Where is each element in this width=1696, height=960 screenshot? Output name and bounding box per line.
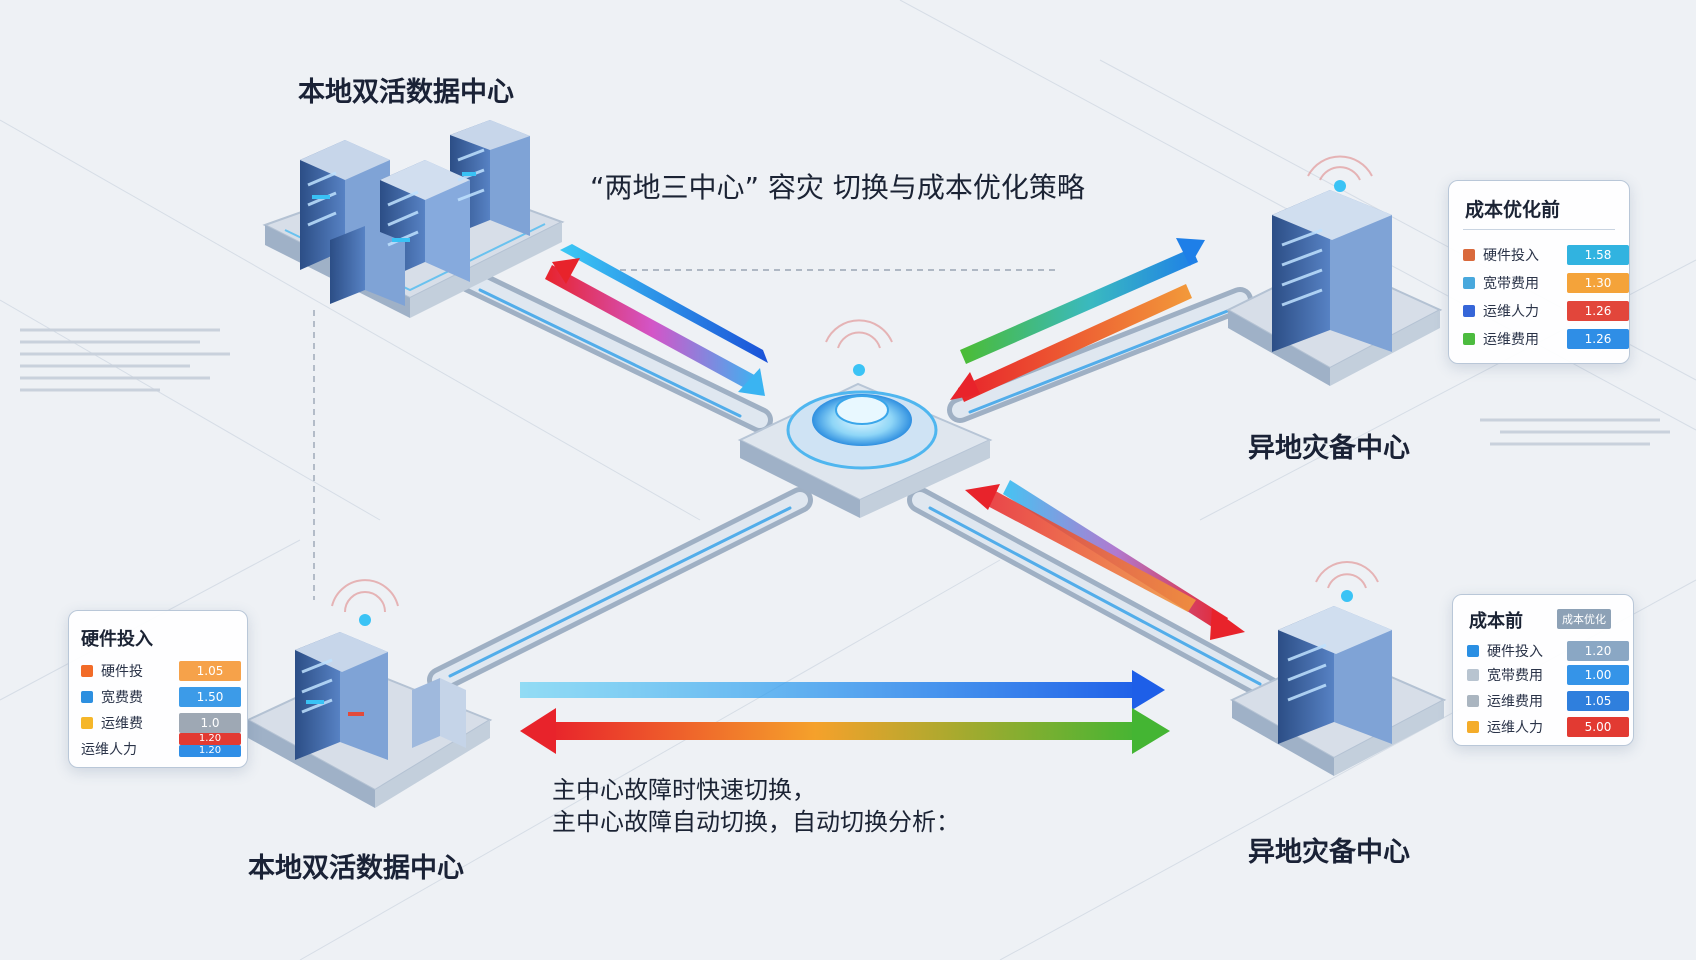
cost-row: 运维费 1.0 <box>81 713 259 733</box>
arrow-hub-to-local <box>545 265 760 392</box>
note-line-1: 主中心故障时快速切换， <box>552 776 816 804</box>
building-icon <box>295 632 466 760</box>
cost-row-value: 1.05 <box>1567 691 1629 711</box>
right-top-node-label: 异地灾备中心 <box>1248 433 1410 464</box>
cost-row-label: 运维费 <box>101 716 143 732</box>
cost-row: 硬件投入 1.20 <box>1467 641 1647 661</box>
cost-row-value: 1.26 <box>1567 301 1629 321</box>
cost-panel-right-bottom-title: 成本前 <box>1469 611 1523 632</box>
panel-divider <box>1463 229 1615 230</box>
dashed-guides <box>313 269 1060 600</box>
cost-row-label: 运维费用 <box>1487 694 1543 710</box>
top-left-node-label: 本地双活数据中心 <box>298 77 514 108</box>
cost-panel-left: 硬件投入 硬件投 1.05 宽费费 1.50 运维费 1.0 运维人力 1.20… <box>68 610 248 768</box>
cost-panel-right-top-title: 成本优化前 <box>1465 199 1561 221</box>
legend-swatch <box>1463 333 1475 345</box>
cost-row: 硬件投入 1.58 <box>1463 245 1643 265</box>
cost-row-extra-value: 1.20 <box>179 745 241 757</box>
cost-row-value: 1.20 <box>1567 641 1629 661</box>
cost-row-label: 运维费用 <box>1483 332 1539 348</box>
legend-swatch <box>1467 669 1479 681</box>
cost-row: 运维费用 1.05 <box>1467 691 1647 711</box>
arrow-icon <box>520 238 1245 754</box>
cost-row-value: 1.26 <box>1567 329 1629 349</box>
cost-row: 运维人力 1.20 1.20 <box>81 733 259 759</box>
cost-row-label: 硬件投入 <box>1487 644 1543 660</box>
arrow-remote-top-to-hub <box>958 284 1192 402</box>
legend-swatch <box>1467 645 1479 657</box>
note-line-2: 主中心故障自动切换，自动切换分析： <box>552 808 960 836</box>
signal-icon <box>331 155 1379 613</box>
building-icon <box>300 120 530 306</box>
legend-swatch <box>1463 249 1475 261</box>
building-icon <box>1272 190 1392 352</box>
cost-row: 运维人力 1.26 <box>1463 301 1643 321</box>
cost-row-value: 1.20 <box>179 733 241 745</box>
cost-row-value: 1.00 <box>1567 665 1629 685</box>
arrow-bottom-to-right <box>520 682 1140 698</box>
cost-row-value: 1.30 <box>1567 273 1629 293</box>
right-bottom-node-label: 异地灾备中心 <box>1248 837 1410 868</box>
cost-panel-right-bottom: 成本前 成本优化 硬件投入 1.20 宽带费用 1.00 运维费用 1.05 运… <box>1452 594 1634 746</box>
legend-swatch <box>1463 305 1475 317</box>
bottom-left-node-label: 本地双活数据中心 <box>248 853 464 884</box>
pipeline-icon <box>427 267 1283 703</box>
building-icon <box>1278 606 1392 744</box>
legend-swatch <box>1463 277 1475 289</box>
cost-panel-right-bottom-tag: 成本优化 <box>1557 609 1611 629</box>
background-stripes <box>20 328 1670 446</box>
cost-row-label: 运维人力 <box>81 742 137 758</box>
hub-icon <box>737 382 993 518</box>
cost-row-value: 1.50 <box>179 687 241 707</box>
arrow-hub-to-remote-top <box>960 248 1198 364</box>
legend-swatch <box>1467 721 1479 733</box>
cost-row: 运维费用 1.26 <box>1463 329 1643 349</box>
arrow-right-to-bottom <box>550 722 1140 740</box>
cost-row-label: 运维人力 <box>1487 720 1543 736</box>
cost-row-label: 硬件投 <box>101 664 143 680</box>
cost-row-value: 5.00 <box>1567 717 1629 737</box>
legend-swatch <box>1467 695 1479 707</box>
cost-row-value: 1.05 <box>179 661 241 681</box>
arrow-local-to-hub <box>560 244 768 363</box>
cost-row: 运维人力 5.00 <box>1467 717 1647 737</box>
cost-row-label: 宽带费用 <box>1487 668 1543 684</box>
cost-row-value: 1.0 <box>179 713 241 733</box>
cost-row-label: 硬件投入 <box>1483 248 1539 264</box>
cost-row-label: 宽费费 <box>101 690 143 706</box>
legend-swatch <box>81 717 93 729</box>
diagram-title: “两地三中心” 容灾 切换与成本优化策略 <box>590 171 1085 204</box>
cost-row-label: 运维人力 <box>1483 304 1539 320</box>
cost-row: 硬件投 1.05 <box>81 661 259 681</box>
legend-swatch <box>81 691 93 703</box>
legend-swatch <box>81 665 93 677</box>
cost-row-label: 宽带费用 <box>1483 276 1539 292</box>
cost-row: 宽费费 1.50 <box>81 687 259 707</box>
cost-row-value: 1.58 <box>1567 245 1629 265</box>
cost-panel-right-top: 成本优化前 硬件投入 1.58 宽带费用 1.30 运维人力 1.26 运维费用… <box>1448 180 1630 364</box>
cost-row: 宽带费用 1.30 <box>1463 273 1643 293</box>
cost-row: 宽带费用 1.00 <box>1467 665 1647 685</box>
cost-panel-left-title: 硬件投入 <box>81 629 153 650</box>
signal-beacon <box>359 180 1353 626</box>
